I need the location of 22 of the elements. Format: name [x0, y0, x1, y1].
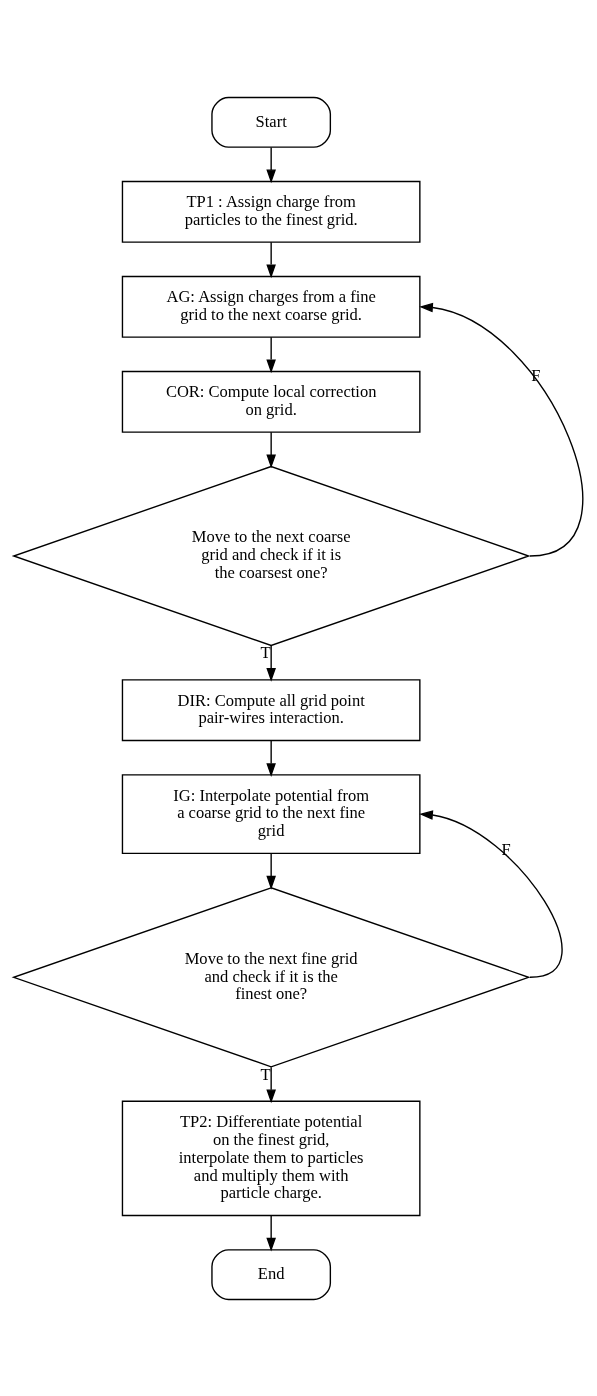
arrow: [266, 336, 276, 373]
node-box: DIR: Compute all grid point pair-wires interaction.: [121, 678, 421, 741]
node-box: Start: [211, 96, 332, 148]
node-box: TP1 : Assign charge from particles to the finest grid.: [121, 180, 421, 243]
arrow: [266, 852, 276, 890]
node-box: TP2: Differentiate potential on the finest grid, interpolate them to particles and multiply them with particle charge.: [121, 1100, 421, 1216]
arrow: [266, 1214, 276, 1252]
arrow: [419, 302, 584, 557]
arrow: [419, 809, 563, 978]
node-box: End: [211, 1248, 332, 1300]
arrow: [266, 1066, 276, 1103]
node-box: COR: Compute local correction on grid.: [121, 370, 421, 433]
arrow: [266, 146, 276, 183]
edge-label: F: [501, 839, 511, 859]
node-diamond: Move to the next coarse grid and check if it is the coarsest one?: [11, 465, 531, 646]
node-box: AG: Assign charges from a fine grid to the next coarse grid.: [121, 275, 421, 338]
arrow: [266, 739, 276, 777]
arrow: [266, 644, 276, 682]
node-box: IG: Interpolate potential from a coarse grid to the next fine grid: [121, 773, 421, 854]
arrow: [266, 241, 276, 278]
node-diamond: Move to the next fine grid and check if it is the finest one?: [11, 886, 531, 1068]
arrow: [266, 431, 276, 468]
